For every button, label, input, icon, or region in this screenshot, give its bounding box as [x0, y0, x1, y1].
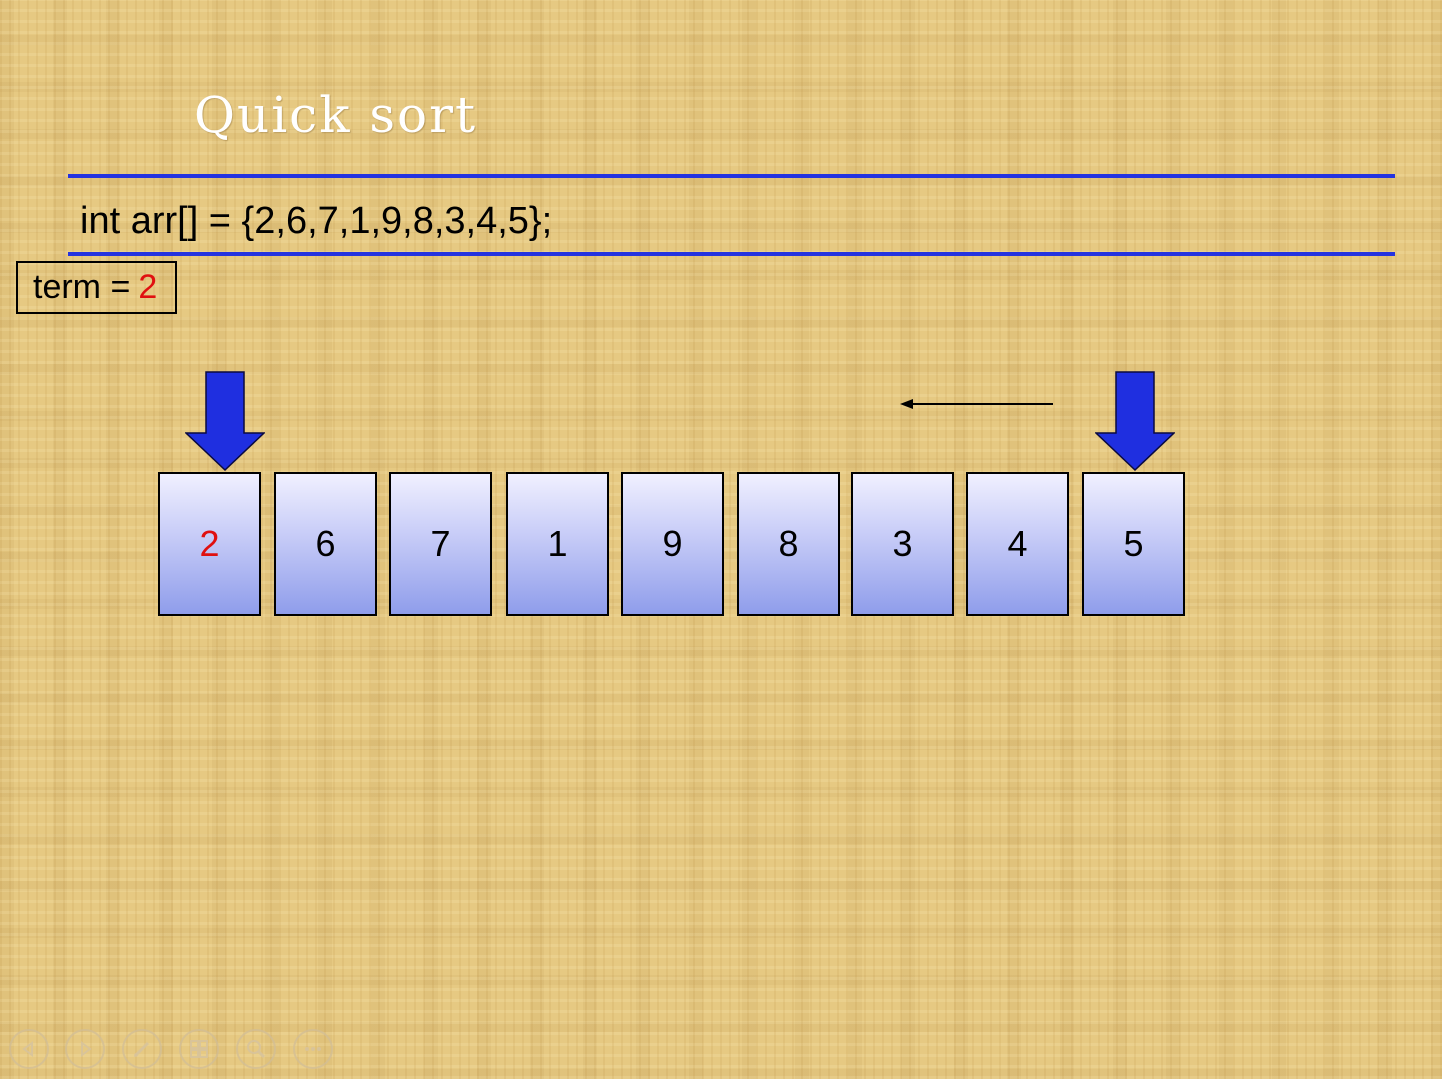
title-divider-bottom: [68, 252, 1395, 256]
slide-title: Quick sort: [194, 86, 478, 144]
array-cell: 6: [274, 472, 377, 616]
array-cell: 8: [737, 472, 840, 616]
pen-tool-button[interactable]: [122, 1029, 162, 1069]
pen-icon: [133, 1041, 150, 1058]
zoom-button[interactable]: [236, 1029, 276, 1069]
term-box: term = 2: [16, 261, 177, 314]
next-slide-button[interactable]: [65, 1029, 105, 1069]
array-cell: 2: [158, 472, 261, 616]
more-icon: [305, 1047, 321, 1051]
term-value: 2: [138, 268, 158, 306]
next-icon: [81, 1041, 92, 1057]
right-pointer-arrow-icon: [1095, 371, 1175, 472]
slides-icon: [190, 1040, 208, 1058]
left-pointer-arrow-icon: [185, 371, 265, 472]
array-cell: 5: [1082, 472, 1185, 616]
slide-sorter-button[interactable]: [179, 1029, 219, 1069]
array-cell: 4: [966, 472, 1069, 616]
title-divider-top: [68, 174, 1395, 178]
array-cell: 1: [506, 472, 609, 616]
move-left-arrow-icon: [900, 399, 1053, 409]
array-cell: 3: [851, 472, 954, 616]
zoom-icon: [247, 1040, 266, 1059]
array-cell: 9: [621, 472, 724, 616]
previous-icon: [22, 1041, 33, 1057]
term-label: term =: [33, 268, 131, 306]
array-declaration: int arr[] = {2,6,7,1,9,8,3,4,5};: [80, 200, 553, 242]
previous-slide-button[interactable]: [9, 1029, 49, 1069]
array-cell: 7: [389, 472, 492, 616]
more-options-button[interactable]: [293, 1029, 333, 1069]
